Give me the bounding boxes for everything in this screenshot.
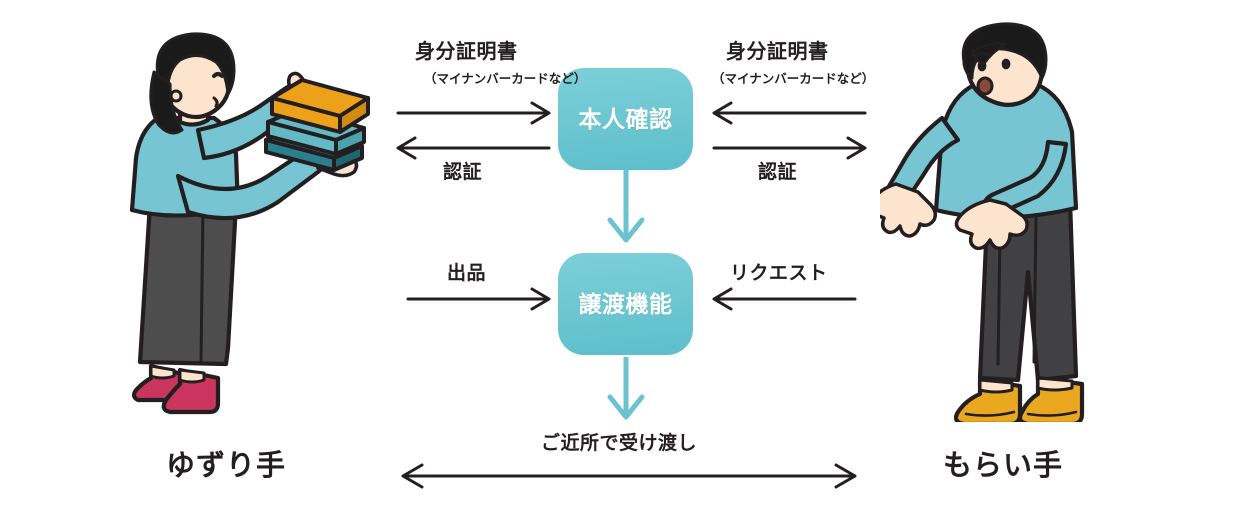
flow-right-request-label: リクエスト xyxy=(730,263,828,284)
flow-left-identity-title: 身分証明書 xyxy=(415,41,518,63)
node-transfer-function-label: 譲渡機能 xyxy=(578,290,673,317)
flow-right-identity-title: 身分証明書 xyxy=(726,41,829,63)
flow-left-listing-label: 出品 xyxy=(447,263,487,284)
flow-right-auth-label: 認証 xyxy=(758,162,798,183)
arrow-identity-to-left xyxy=(396,136,551,160)
actor-label-receiver: もらい手 xyxy=(943,450,1064,482)
flow-bottom-handoff-label: ご近所で受け渡し xyxy=(541,433,698,454)
arrow-bottom-handoff xyxy=(401,463,857,489)
flow-left-identity-subtitle: （マイナンバーカードなど） xyxy=(424,72,587,86)
illustration-giver xyxy=(129,32,370,415)
flow-right-identity-subtitle: （マイナンバーカードなど） xyxy=(712,72,875,86)
arrow-left-to-transfer xyxy=(406,287,551,311)
flow-left-auth-label: 認証 xyxy=(443,162,483,183)
arrow-right-to-identity xyxy=(712,101,867,125)
arrow-left-to-identity xyxy=(396,101,551,125)
illustration-receiver xyxy=(880,22,1085,422)
node-identity-verification-label: 本人確認 xyxy=(578,105,673,132)
node-identity-verification[interactable]: 本人確認 xyxy=(558,68,693,170)
node-transfer-function[interactable]: 譲渡機能 xyxy=(558,253,693,355)
connector-identity-to-transfer xyxy=(607,170,645,243)
arrow-identity-to-right xyxy=(712,136,867,160)
connector-transfer-to-handoff xyxy=(607,357,645,420)
arrow-right-to-transfer xyxy=(712,287,857,311)
actor-label-giver: ゆずり手 xyxy=(166,450,287,482)
